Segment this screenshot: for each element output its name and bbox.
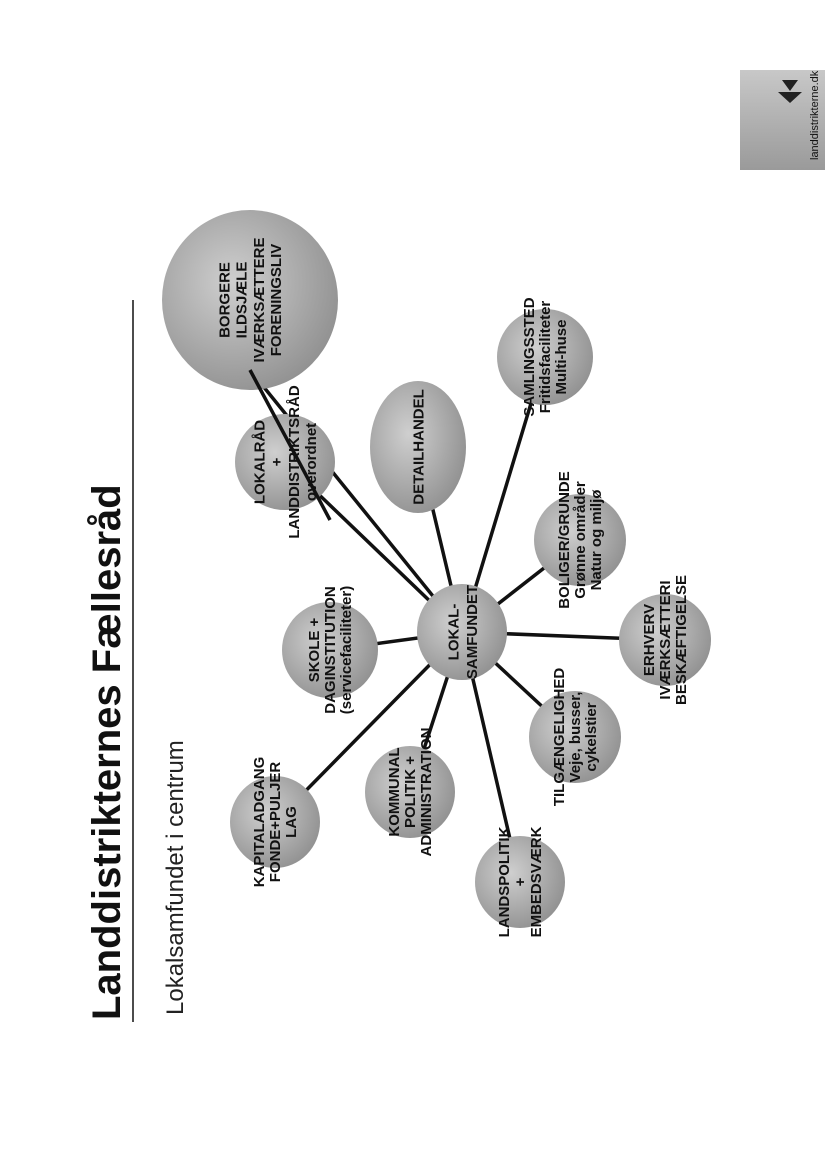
page-title: Landdistrikternes Fællesråd <box>85 484 129 1020</box>
node-lokalraad: LOKALRÅD+LANDDISTRIKTSRÅDoverordnet <box>235 385 335 539</box>
node-borgere: BORGEREILDSJÆLEIVÆRKSÆTTEREFORENINGSLIV <box>162 210 338 390</box>
node-label: LOKAL-SAMFUNDET <box>445 585 480 679</box>
node-circle <box>230 776 320 868</box>
node-label: SKOLE +DAGINSTITUTION(servicefaciliteter… <box>306 586 355 714</box>
node-circle <box>497 309 593 405</box>
node-circle <box>370 381 466 513</box>
node-label-line: LAG <box>283 806 300 838</box>
node-circle <box>529 691 621 783</box>
node-label-line: BORGERE <box>216 262 233 338</box>
logo-icon <box>778 80 802 103</box>
node-label-line: FORENINGSLIV <box>268 244 285 357</box>
node-circle <box>619 594 711 686</box>
node-label-line: ERHVERV <box>641 604 658 676</box>
node-skole: SKOLE +DAGINSTITUTION(servicefaciliteter… <box>282 586 378 714</box>
node-label-line: KOMMUNAL <box>386 747 403 836</box>
node-circle <box>162 210 338 390</box>
node-label: ERHVERVIVÆRKSÆTTERIBESKÆFTIGELSE <box>641 575 690 705</box>
node-label-line: + <box>512 877 529 886</box>
node-circle <box>534 494 626 586</box>
node-label-line: BESKÆFTIGELSE <box>673 575 690 705</box>
node-erhverv: ERHVERVIVÆRKSÆTTERIBESKÆFTIGELSE <box>619 575 711 705</box>
node-tilgaengelighed: TILGÆNGELIGHEDVeje, busser,cykelstier <box>529 668 621 807</box>
node-label: SAMLINGSSTEDFritidsfaciliteterMulti-huse <box>521 297 570 416</box>
connector-line <box>248 368 464 634</box>
node-label-line: POLITIK + <box>402 756 419 828</box>
node-label-line: SAMFUNDET <box>464 585 481 679</box>
node-label-line: TILGÆNGELIGHED <box>551 668 568 807</box>
node-label-line: DAGINSTITUTION <box>322 586 339 714</box>
node-label: LANDSPOLITIK+EMBEDSVÆRK <box>496 826 545 937</box>
node-label-line: ADMINISTRATION <box>418 728 435 857</box>
node-label: BOLIGER/GRUNDEGrønne områderNatur og mil… <box>556 471 605 609</box>
node-label-line: DETAILHANDEL <box>410 389 427 505</box>
node-label-line: Veje, busser, <box>567 692 584 783</box>
node-kapital: KAPITALADGANGFONDE+PULJERLAG <box>230 757 320 888</box>
node-label: LOKALRÅD+LANDDISTRIKTSRÅDoverordnet <box>251 385 320 538</box>
node-label-line: Grønne områder <box>572 481 589 599</box>
node-kommunal: KOMMUNALPOLITIK +ADMINISTRATION <box>365 728 455 857</box>
node-circle <box>475 836 565 928</box>
node-label-line: (servicefaciliteter) <box>338 586 355 714</box>
node-label-line: LOKAL- <box>445 604 462 661</box>
node-label-line: KAPITALADGANG <box>251 757 268 888</box>
node-boliger: BOLIGER/GRUNDEGrønne områderNatur og mil… <box>534 471 626 609</box>
node-label: KOMMUNALPOLITIK +ADMINISTRATION <box>386 728 435 857</box>
node-landspolitik: LANDSPOLITIK+EMBEDSVÆRK <box>475 826 565 937</box>
node-label-line: LANDDISTRIKTSRÅD <box>286 385 303 538</box>
node-label-line: LOKALRÅD <box>251 420 268 504</box>
node-detailhandel: DETAILHANDEL <box>370 381 466 513</box>
node-center: LOKAL-SAMFUNDET <box>417 584 507 680</box>
node-label-line: EMBEDSVÆRK <box>528 826 545 937</box>
node-samlingssted: SAMLINGSSTEDFritidsfaciliteterMulti-huse <box>497 297 593 417</box>
node-label-line: Fritidsfaciliteter <box>537 301 554 414</box>
header-band: landdistrikterne.dk <box>740 70 825 170</box>
node-label-line: SAMLINGSSTED <box>521 297 538 416</box>
node-label-line: IVÆRKSÆTTERI <box>657 580 674 699</box>
node-label-line: overordnet <box>303 423 320 501</box>
node-label: KAPITALADGANGFONDE+PULJERLAG <box>251 757 300 888</box>
node-label-line: ILDSJÆLE <box>234 262 251 339</box>
node-label-line: cykelstier <box>583 702 600 771</box>
node-label: BORGEREILDSJÆLEIVÆRKSÆTTEREFORENINGSLIV <box>216 237 285 362</box>
page-subtitle: Lokalsamfundet i centrum <box>162 740 189 1015</box>
node-label-line: Natur og miljø <box>588 489 605 591</box>
node-label-line: IVÆRKSÆTTERE <box>251 237 268 362</box>
node-label-line: BOLIGER/GRUNDE <box>556 471 573 609</box>
node-circle <box>282 602 378 698</box>
node-label: DETAILHANDEL <box>410 389 427 505</box>
center-circle <box>417 584 507 680</box>
connector-line <box>248 369 332 521</box>
node-label-line: + <box>269 457 286 466</box>
node-label-line: Multi-huse <box>553 320 570 395</box>
node-circle <box>365 746 455 838</box>
node-label-line: LANDSPOLITIK <box>496 826 513 937</box>
node-label-line: SKOLE + <box>306 617 323 682</box>
node-label-line: FONDE+PULJER <box>267 762 284 883</box>
node-label: TILGÆNGELIGHEDVeje, busser,cykelstier <box>551 668 600 807</box>
site-url: landdistrikterne.dk <box>809 70 821 160</box>
